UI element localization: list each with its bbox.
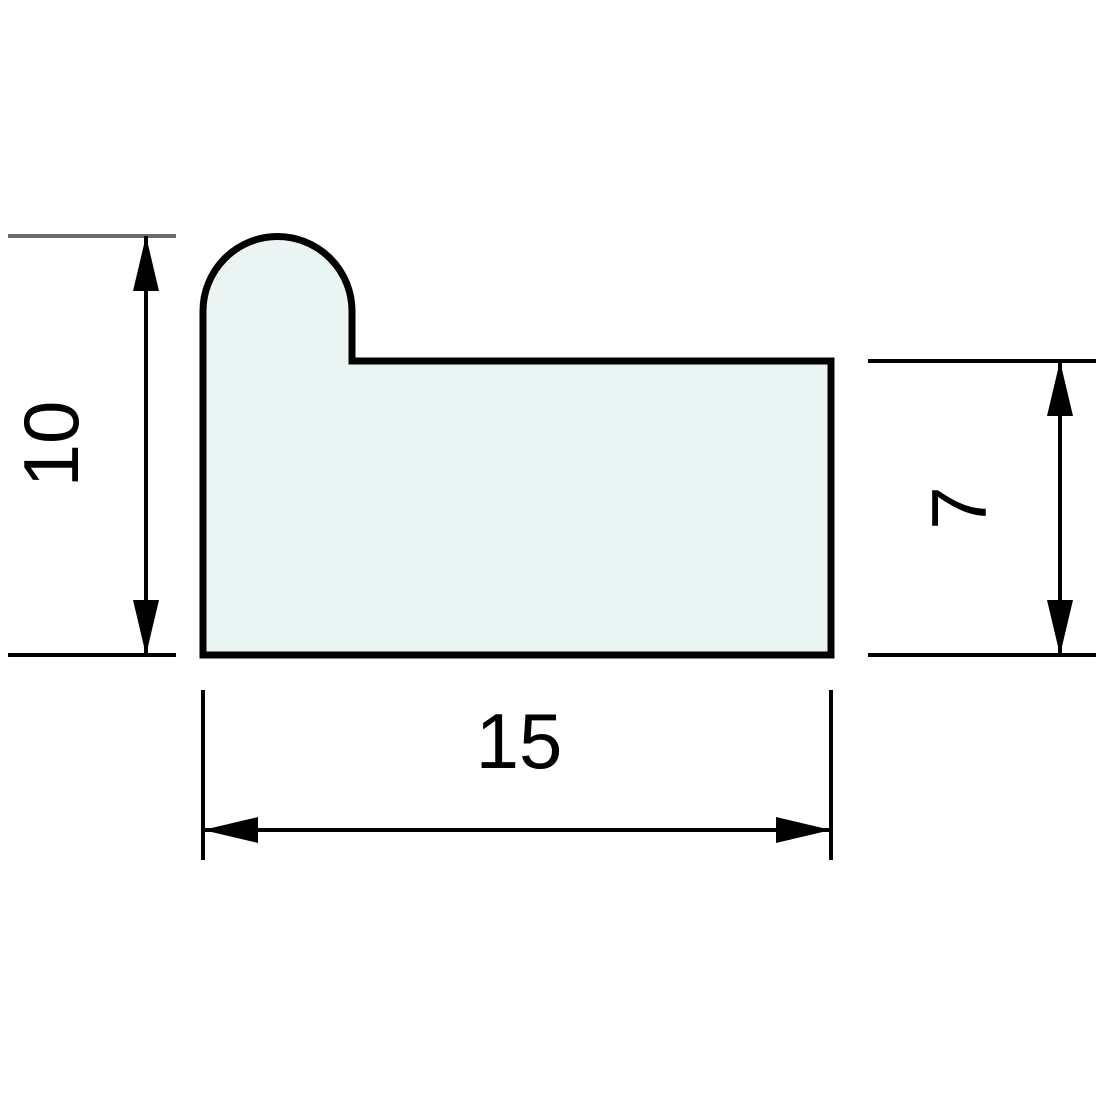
arrowhead-left-width-overall [203, 817, 258, 843]
arrowhead-right-width-overall [776, 817, 831, 843]
dimension-lines [133, 236, 1073, 843]
dimension-label-height-overall: 10 [7, 401, 95, 488]
dimension-labels: 10 7 15 [7, 401, 1003, 785]
arrowhead-up-height-overall [133, 236, 159, 291]
part-cross-section [199, 233, 835, 659]
dimension-label-width-overall: 15 [476, 697, 563, 785]
dimension-label-height-web: 7 [915, 486, 1003, 529]
arrowhead-down-height-overall [133, 600, 159, 655]
arrowhead-down-height-web [1047, 600, 1073, 655]
arrowhead-up-height-web [1047, 361, 1073, 416]
